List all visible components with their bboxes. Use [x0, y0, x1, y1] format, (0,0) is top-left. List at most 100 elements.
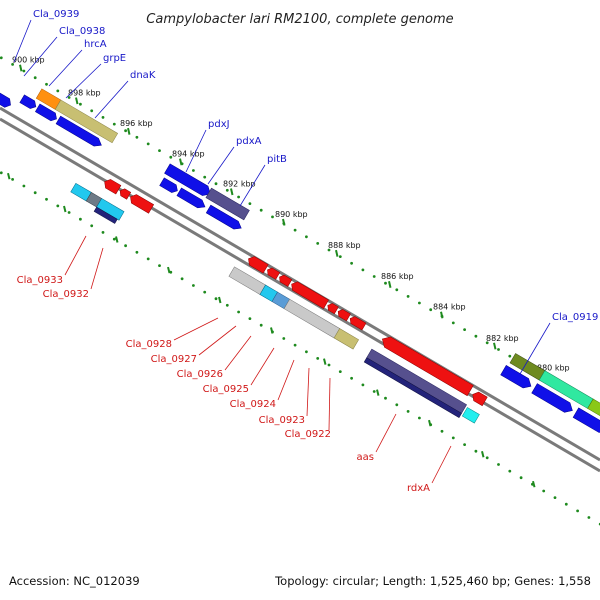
gene-label[interactable]: rdxA [407, 483, 430, 494]
ruler-dot [463, 328, 466, 331]
gene-arrow-red[interactable] [277, 274, 293, 287]
ruler-dot [338, 370, 342, 373]
gene-cluster-dnak [19, 88, 119, 149]
gene-block-navy[interactable] [363, 357, 462, 418]
gene-arrow-blue[interactable] [35, 103, 59, 123]
gene-block-navy[interactable] [93, 206, 118, 224]
gene-label[interactable]: hrcA [84, 39, 107, 50]
gene-arrow-blue[interactable] [500, 365, 534, 391]
gene-label[interactable]: Cla_0923 [259, 415, 305, 426]
gene-arrow-red[interactable] [336, 308, 351, 322]
gene-arrow-red[interactable] [128, 192, 155, 214]
gene-arrow-blue[interactable] [531, 383, 576, 416]
ruler-dot [497, 463, 500, 466]
ruler-dot [361, 383, 365, 387]
ruler-dot [508, 354, 512, 358]
gene-label[interactable]: Cla_0928 [126, 339, 172, 350]
gene-arrow-red[interactable] [265, 266, 281, 280]
gene-label[interactable]: Cla_0939 [33, 9, 79, 20]
gene-label[interactable]: Cla_0919 [552, 312, 598, 323]
ruler-dot [214, 297, 218, 301]
gene-label[interactable]: dnaK [130, 70, 156, 81]
ruler-dot [67, 211, 71, 214]
ruler-tick-mark [323, 358, 327, 365]
gene-block-cyan[interactable] [461, 407, 480, 424]
gene-arrow-blue[interactable] [176, 187, 207, 211]
gene-arrow-red[interactable] [348, 315, 367, 331]
gene-label[interactable]: pdxJ [208, 119, 230, 130]
ruler-tick-label: 892 kbp [223, 180, 256, 189]
ruler-dot [542, 489, 546, 493]
gene-arrow-blue[interactable] [55, 115, 104, 149]
gene-label[interactable]: aas [357, 452, 374, 463]
gene-arrow-blue[interactable] [572, 407, 600, 436]
gene-block-khaki[interactable] [333, 328, 359, 350]
ruler-dot [451, 436, 455, 440]
ruler-dot [384, 396, 387, 400]
ruler-dot [146, 257, 150, 261]
ruler-tick-mark [493, 342, 497, 350]
gene-arrow-red[interactable] [326, 302, 339, 315]
ruler-dot [327, 248, 331, 252]
ruler-dot [192, 284, 195, 287]
ruler-dot [22, 69, 26, 73]
gene-arrow-red[interactable] [470, 390, 488, 407]
ruler-dot [180, 277, 184, 281]
ruler-dot [553, 496, 557, 499]
gene-label[interactable]: Cla_0922 [285, 429, 331, 440]
gene-label[interactable]: pitB [267, 154, 287, 165]
ruler-tick-mark [532, 480, 536, 488]
gene-label[interactable]: Cla_0938 [59, 26, 105, 37]
ruler-dot [485, 341, 489, 345]
gene-arrow-blue[interactable] [159, 177, 180, 195]
ruler-dot [271, 215, 274, 219]
gene-block-slate[interactable] [205, 187, 250, 221]
gene-label[interactable]: Cla_0926 [177, 369, 223, 380]
ruler-tick-label: 898 kbp [68, 89, 101, 98]
gene-label[interactable]: Cla_0932 [43, 289, 89, 300]
ruler-dot [463, 443, 466, 446]
gene-arrow-blue[interactable] [19, 94, 38, 111]
gene-arrow-red[interactable] [118, 187, 132, 200]
ruler-dot [474, 449, 478, 453]
ruler-dot [451, 321, 455, 325]
gene-arrow-red[interactable] [289, 280, 329, 309]
ruler-dot [56, 204, 60, 208]
gene-label[interactable]: pdxA [236, 136, 262, 147]
gene-arrow-blue[interactable] [205, 204, 243, 232]
ruler-dot [101, 116, 105, 119]
gene-arrow-blue[interactable] [164, 163, 213, 199]
ruler-dot [135, 250, 139, 254]
gene-arrow-red[interactable] [379, 334, 474, 397]
feature-tracks [0, 88, 600, 436]
ruler-dot [237, 195, 241, 199]
ruler-dot [11, 178, 15, 181]
ruler-tick-mark [481, 451, 485, 458]
ruler-tick-mark [428, 419, 432, 427]
gene-leader-line [306, 367, 310, 417]
gene-arrow-blue[interactable] [0, 91, 13, 110]
ruler-tick-mark [230, 188, 234, 196]
ruler-dot [158, 264, 161, 267]
gene-label[interactable]: grpE [103, 53, 126, 64]
ruler-dot [79, 217, 82, 221]
gene-label[interactable]: Cla_0933 [17, 275, 63, 286]
ruler-dot [418, 416, 421, 420]
gene-arrow-red[interactable] [102, 177, 122, 195]
gene-label[interactable]: Cla_0925 [203, 384, 249, 395]
gene-label[interactable]: Cla_0927 [151, 354, 197, 365]
gene-block-khaki[interactable] [54, 99, 119, 144]
gene-block-yellowgreen[interactable] [587, 398, 600, 430]
gene-leader-line [64, 235, 87, 276]
gene-cluster-aas [363, 334, 488, 424]
gene-cluster-cla0919 [500, 353, 600, 436]
gene-arrow-red[interactable] [246, 254, 269, 274]
ruler-dot [237, 310, 241, 314]
ruler-tick-mark [376, 389, 380, 396]
gene-label[interactable]: Cla_0924 [230, 399, 276, 410]
ruler-dot [112, 122, 116, 126]
ruler-dot [406, 410, 410, 413]
